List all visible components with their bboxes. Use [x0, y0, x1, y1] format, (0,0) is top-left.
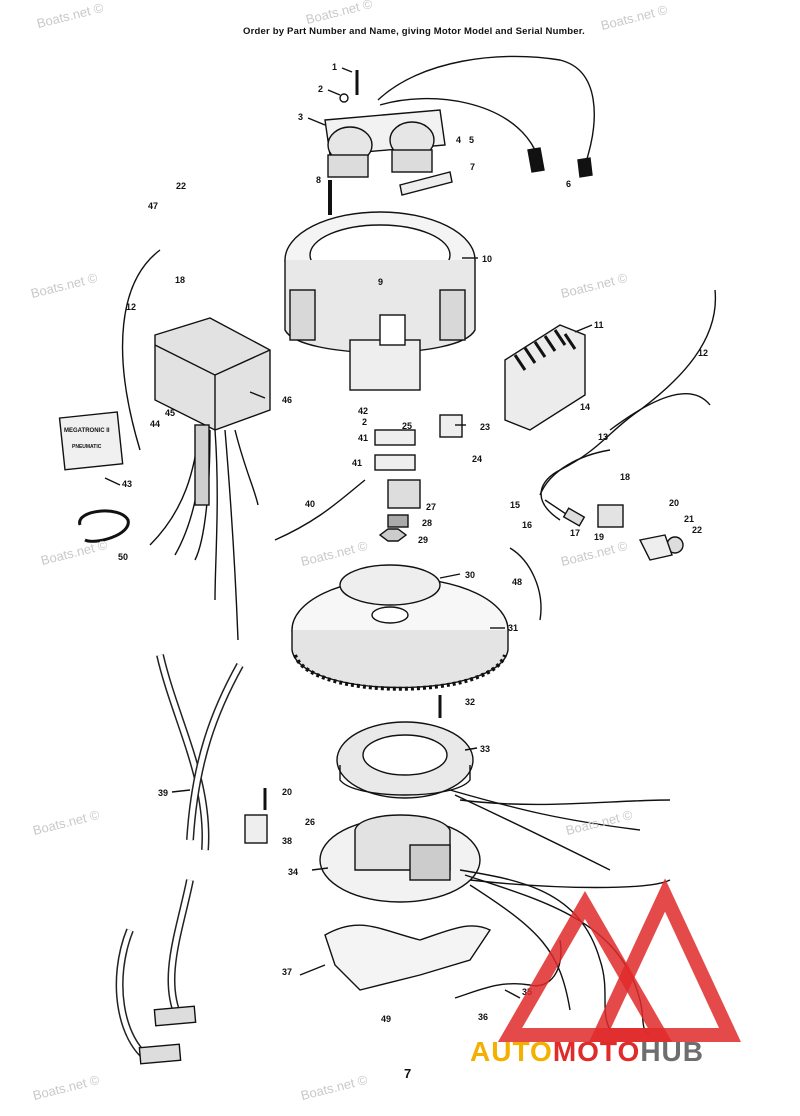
callout-6: 6	[566, 179, 571, 189]
callout-36: 36	[478, 1012, 488, 1022]
callout-9: 9	[378, 277, 383, 287]
callout-3: 3	[298, 112, 303, 122]
callout-27: 27	[426, 502, 436, 512]
callout-45: 45	[165, 408, 175, 418]
callout-22b: 22	[692, 525, 702, 535]
callout-30: 30	[465, 570, 475, 580]
callout-4: 4	[456, 135, 461, 145]
callout-26: 26	[305, 817, 315, 827]
rectifier	[504, 324, 586, 431]
callout-32: 32	[465, 697, 475, 707]
callout-11: 11	[594, 320, 604, 330]
shield-plate	[324, 924, 492, 991]
callout-5: 5	[469, 135, 474, 145]
callout-47: 47	[148, 201, 158, 211]
trigger-assembly	[319, 814, 481, 903]
callout-21: 21	[684, 514, 694, 524]
logo-hub: HUB	[640, 1036, 704, 1067]
callout-38: 38	[282, 836, 292, 846]
callout-44: 44	[150, 419, 160, 429]
switch-box	[154, 317, 271, 431]
callout-18b: 18	[620, 472, 630, 482]
callout-2b: 2	[362, 417, 367, 427]
callout-7: 7	[470, 162, 475, 172]
callout-41b: 41	[352, 458, 362, 468]
callout-17: 17	[570, 528, 580, 538]
callout-43: 43	[122, 479, 132, 489]
callout-24: 24	[472, 454, 482, 464]
callout-25: 25	[402, 421, 412, 431]
callout-29: 29	[418, 535, 428, 545]
callout-18a: 18	[175, 275, 185, 285]
armature-plate	[284, 211, 476, 391]
automotohub-logo: AUTOMOTOHUB	[470, 1036, 704, 1068]
callout-10: 10	[482, 254, 492, 264]
callout-46: 46	[282, 395, 292, 405]
callout-48: 48	[512, 577, 522, 587]
callout-20a: 20	[669, 498, 679, 508]
logo-moto: MOTO	[552, 1036, 641, 1067]
page-number: 7	[404, 1066, 412, 1081]
decal-line2: PNEUMATIC	[72, 444, 102, 450]
decal-line1: MEGATRONIC II	[64, 428, 110, 434]
stator	[336, 721, 474, 799]
callout-31: 31	[508, 623, 518, 633]
callout-20b: 20	[282, 787, 292, 797]
flywheel	[291, 564, 509, 691]
callout-34: 34	[288, 867, 298, 877]
callout-19: 19	[594, 532, 604, 542]
callout-8: 8	[316, 175, 321, 185]
spark-plug-lead	[377, 55, 595, 166]
callout-2: 2	[318, 84, 323, 94]
logo-auto: AUTO	[470, 1036, 553, 1067]
callout-39: 39	[158, 788, 168, 798]
callout-12b: 12	[698, 348, 708, 358]
callout-28: 28	[422, 518, 432, 528]
callout-12a: 12	[126, 302, 136, 312]
callout-49: 49	[381, 1014, 391, 1024]
callout-42: 42	[358, 406, 368, 416]
page-header: Order by Part Number and Name, giving Mo…	[243, 26, 585, 37]
callout-33: 33	[480, 744, 490, 754]
callout-37: 37	[282, 967, 292, 977]
callout-40: 40	[305, 499, 315, 509]
logo-triangle-icon	[497, 878, 741, 1042]
callout-16: 16	[522, 520, 532, 530]
callout-14: 14	[580, 402, 590, 412]
callout-23: 23	[480, 422, 490, 432]
callout-1: 1	[332, 62, 337, 72]
ignition-coil-assembly	[324, 70, 446, 178]
callout-15: 15	[510, 500, 520, 510]
callout-50: 50	[118, 552, 128, 562]
callout-13: 13	[598, 432, 608, 442]
callout-22a: 22	[176, 181, 186, 191]
callout-41a: 41	[358, 433, 368, 443]
